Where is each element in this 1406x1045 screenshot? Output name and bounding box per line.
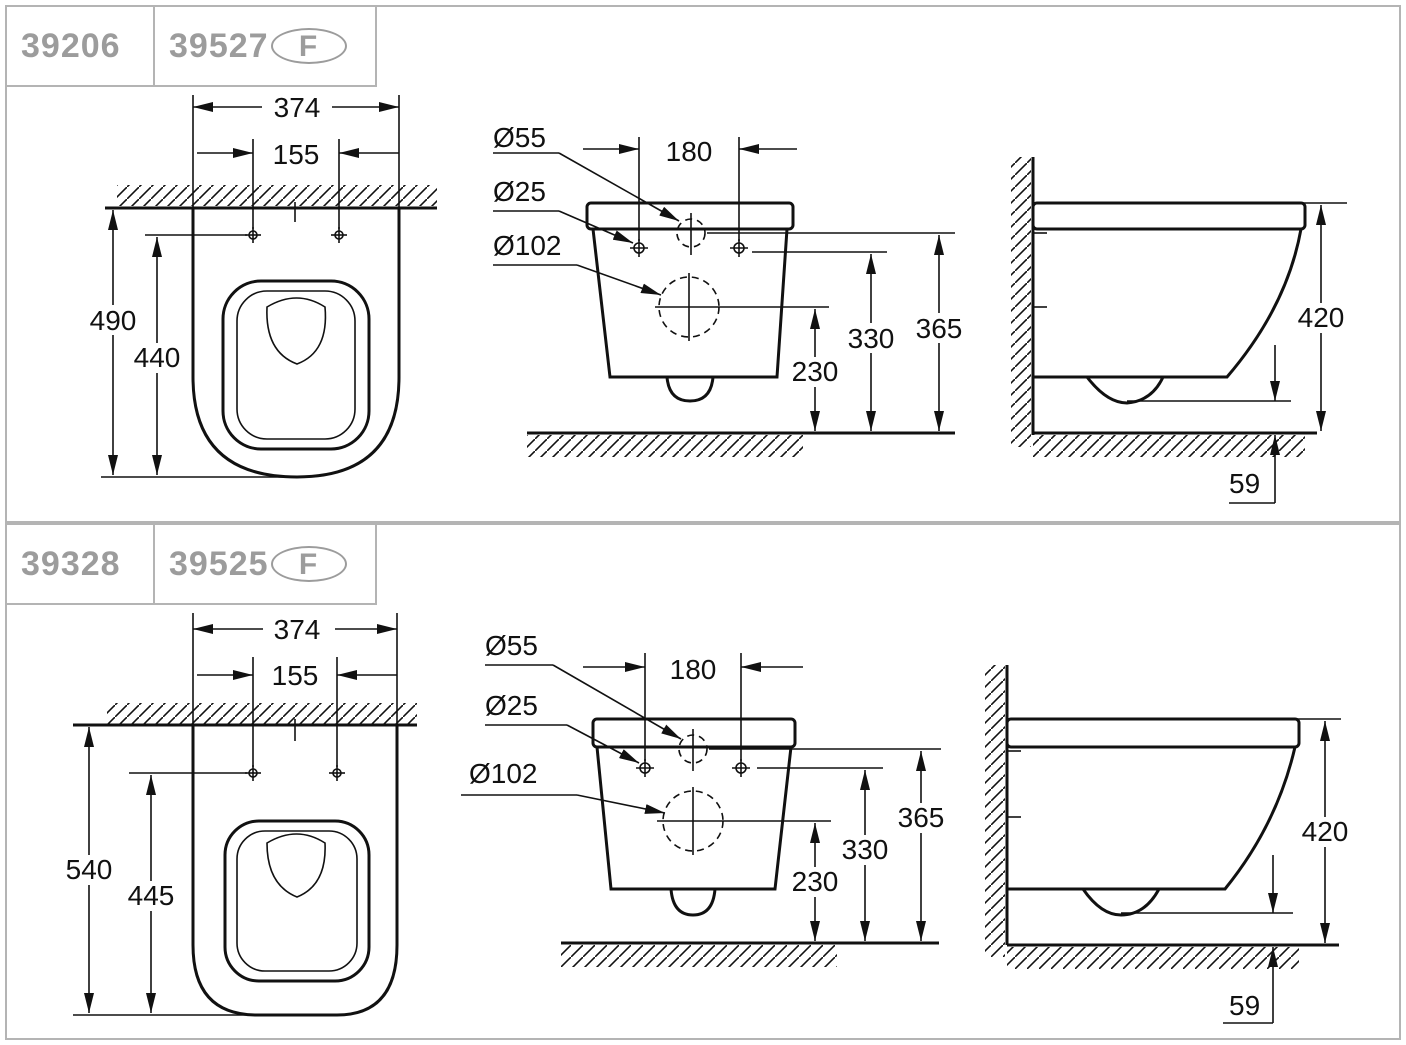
- panel-39328: 39328 39525 F 374: [5, 523, 1401, 1040]
- dim-side-height: 420: [1298, 302, 1345, 333]
- dim-overall-width: 374: [274, 92, 321, 123]
- dim-overall-width: 374: [274, 614, 321, 645]
- dim-hole-spacing: 155: [272, 660, 319, 691]
- label-diameter-102: Ø102: [493, 230, 562, 261]
- dim-hole-to-front: 440: [134, 342, 181, 373]
- model-code-box: 39328 39525 F: [7, 525, 377, 605]
- dim-side-height: 420: [1302, 816, 1349, 847]
- label-diameter-102: Ø102: [469, 758, 538, 789]
- f-badge-icon: F: [270, 546, 347, 582]
- label-diameter-55: Ø55: [493, 122, 546, 153]
- dim-hole-to-front: 445: [128, 880, 175, 911]
- model-code-secondary: 39527 F: [155, 7, 377, 87]
- model-code-box: 39206 39527 F: [7, 7, 377, 87]
- label-diameter-55: Ø55: [485, 630, 538, 661]
- side-view: 420 59: [985, 665, 1353, 1024]
- dim-fix-height: 330: [848, 323, 895, 354]
- f-badge-icon: F: [270, 28, 347, 64]
- top-view: 374 155 540 445: [61, 613, 417, 1017]
- dim-overall-length: 540: [66, 854, 113, 885]
- dim-inlet-height: 365: [916, 313, 963, 344]
- panel-39206: 39206 39527 F: [5, 5, 1401, 523]
- dim-fix-spacing: 180: [666, 136, 713, 167]
- dim-bowl-clearance: 59: [1229, 468, 1260, 499]
- dim-hole-spacing: 155: [273, 139, 320, 170]
- dim-fix-spacing: 180: [670, 654, 717, 685]
- front-view: Ø55 Ø25 Ø102 180 230 330: [461, 630, 949, 967]
- dim-fix-height: 330: [842, 834, 889, 865]
- technical-drawing: 374 155 490 440: [85, 92, 1349, 504]
- label-diameter-25: Ø25: [485, 690, 538, 721]
- dim-bowl-clearance: 59: [1229, 990, 1260, 1021]
- top-view: 374 155 490 440: [85, 92, 437, 479]
- dim-outlet-height: 230: [792, 866, 839, 897]
- label-diameter-25: Ø25: [493, 176, 546, 207]
- side-view: 420 59: [1011, 157, 1349, 504]
- dim-inlet-height: 365: [898, 802, 945, 833]
- dim-outlet-height: 230: [792, 356, 839, 387]
- dim-overall-length: 490: [90, 305, 137, 336]
- technical-drawing: 374 155 540 445: [61, 613, 1353, 1024]
- model-code-primary: 39206: [7, 7, 155, 87]
- model-code-secondary: 39525 F: [155, 525, 377, 605]
- front-view: Ø55 Ø25 Ø102 180 230 330: [493, 122, 967, 457]
- model-code-primary: 39328: [7, 525, 155, 605]
